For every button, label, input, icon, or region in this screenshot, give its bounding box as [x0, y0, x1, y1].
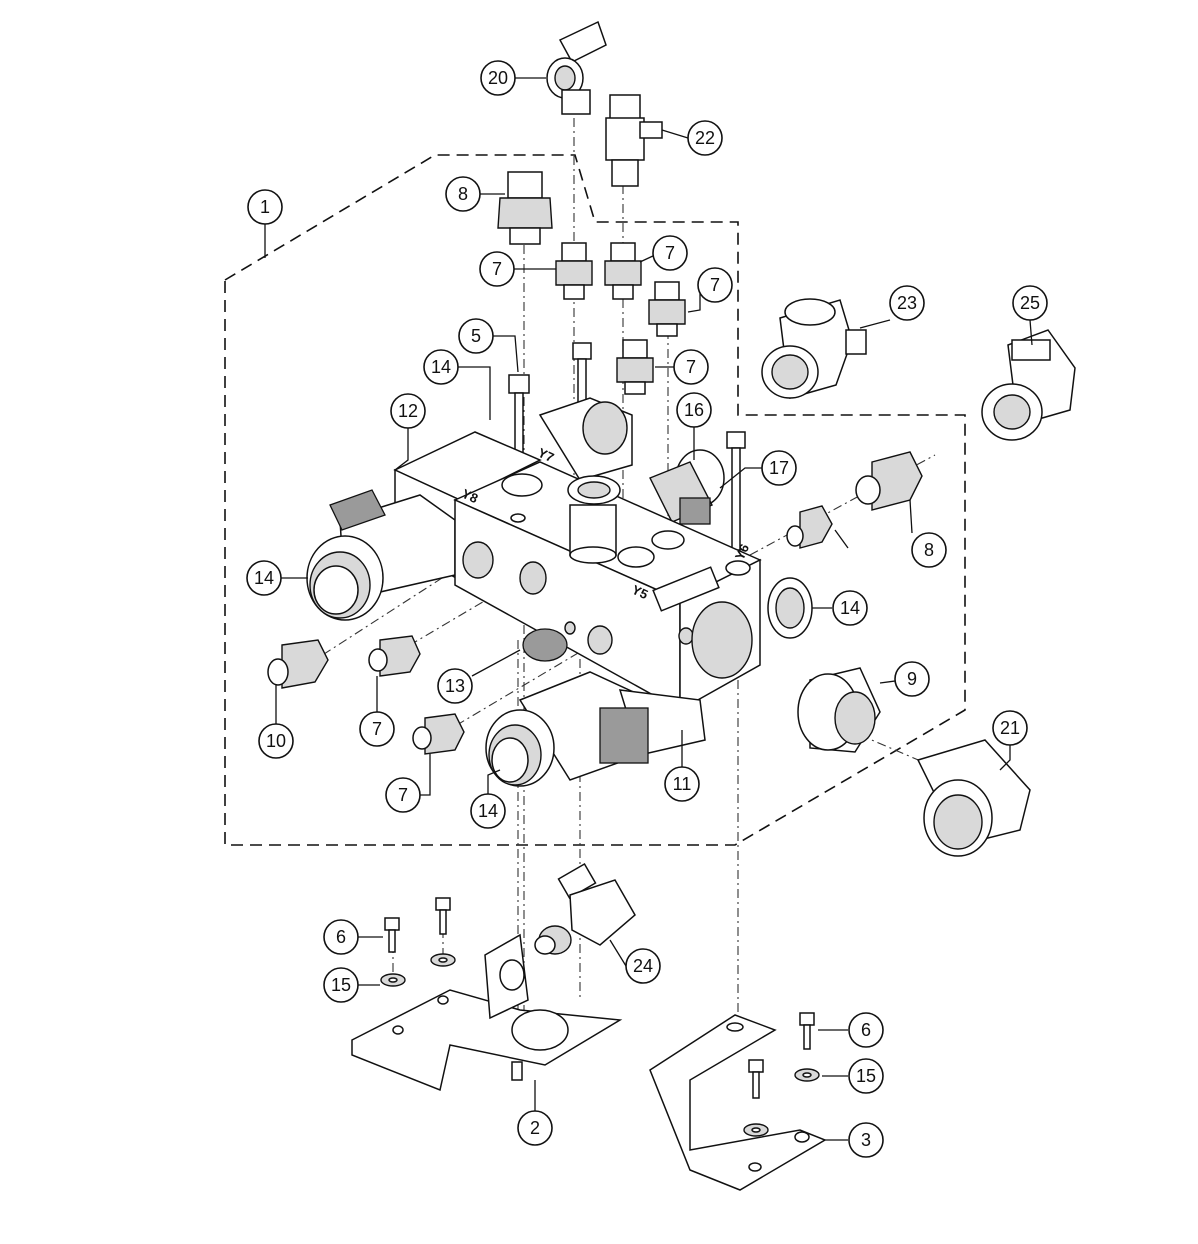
elbow-fitting-21: [916, 739, 1031, 857]
svg-text:7: 7: [398, 785, 408, 805]
svg-text:14: 14: [431, 357, 451, 377]
svg-text:12: 12: [398, 401, 418, 421]
svg-text:16: 16: [684, 400, 704, 420]
svg-text:11: 11: [673, 774, 692, 794]
svg-text:14: 14: [254, 568, 274, 588]
solenoid-valve-12: [306, 431, 542, 621]
callout-10: 10: [258, 723, 294, 759]
tee-fitting-23: [761, 298, 867, 399]
callout-7-e: 7: [359, 711, 395, 747]
callout-1: 1: [247, 189, 283, 225]
mounting-bracket-3: [649, 1014, 827, 1191]
callout-6-right: 6: [848, 1012, 884, 1048]
mounting-bracket-2: [351, 933, 623, 1092]
callout-8-top: 8: [445, 176, 481, 212]
callout-9: 9: [894, 661, 930, 697]
callout-3: 3: [848, 1122, 884, 1158]
screws-and-washers: [380, 897, 820, 1137]
svg-text:21: 21: [1000, 718, 1020, 738]
svg-text:9: 9: [907, 669, 917, 689]
elbow-fitting-20: [546, 20, 607, 115]
port-label-y7: Y7: [536, 445, 557, 465]
callout-16: 16: [676, 392, 712, 428]
callout-12: 12: [390, 393, 426, 429]
svg-text:17: 17: [769, 458, 789, 478]
svg-text:14: 14: [478, 801, 498, 821]
svg-text:2: 2: [530, 1118, 540, 1138]
callout-2: 2: [517, 1110, 553, 1146]
svg-text:7: 7: [665, 243, 675, 263]
callout-6-left: 6: [323, 919, 359, 955]
svg-text:6: 6: [336, 927, 346, 947]
svg-text:23: 23: [897, 293, 917, 313]
callout-15-left: 15: [323, 967, 359, 1003]
svg-text:24: 24: [633, 956, 653, 976]
solenoid-valve-11: [485, 628, 706, 787]
svg-text:8: 8: [458, 184, 468, 204]
callout-7-d: 7: [673, 349, 709, 385]
coupling-9: [797, 667, 881, 753]
svg-text:10: 10: [266, 731, 286, 751]
port-label-y8: Y8: [460, 486, 481, 506]
callout-11: 11: [664, 766, 700, 802]
svg-text:14: 14: [840, 598, 860, 618]
port-label-y5: Y5: [630, 582, 651, 602]
callout-25: 25: [1012, 285, 1048, 321]
callout-13: 13: [437, 668, 473, 704]
callout-17: 17: [761, 450, 797, 486]
assembly-boundary: [224, 154, 966, 846]
svg-text:25: 25: [1020, 293, 1040, 313]
elbow-fitting-25: [981, 329, 1076, 441]
callout-7-c: 7: [697, 267, 733, 303]
callout-7-a: 7: [479, 251, 515, 287]
svg-text:7: 7: [710, 275, 720, 295]
port-label-y6: Y6: [732, 542, 752, 563]
valve-manifold-block: Y8 Y7 Y6 Y5: [453, 445, 762, 712]
svg-text:13: 13: [445, 676, 465, 696]
svg-text:3: 3: [861, 1130, 871, 1150]
side-fittings: [267, 451, 923, 755]
adapter-fitting-8-top: [497, 171, 553, 245]
svg-text:8: 8: [924, 540, 934, 560]
callout-21: 21: [992, 710, 1028, 746]
callout-20: 20: [480, 60, 516, 96]
callout-24: 24: [625, 948, 661, 984]
svg-text:7: 7: [492, 259, 502, 279]
svg-text:15: 15: [856, 1066, 876, 1086]
callout-15-right: 15: [848, 1058, 884, 1094]
callout-7-b: 7: [652, 235, 688, 271]
svg-text:7: 7: [686, 357, 696, 377]
leader-lines: [264, 77, 1033, 1141]
right-coil-14: [767, 577, 813, 639]
callout-14-bottom: 14: [470, 793, 506, 829]
callout-8-right: 8: [911, 532, 947, 568]
rear-solenoids: [538, 397, 725, 525]
callout-23: 23: [889, 285, 925, 321]
pressure-switch: [567, 475, 621, 564]
callout-14-top: 14: [423, 349, 459, 385]
tee-fitting-22: [605, 94, 663, 187]
callout-7-f: 7: [385, 777, 421, 813]
svg-text:5: 5: [471, 326, 481, 346]
svg-text:7: 7: [372, 719, 382, 739]
svg-text:1: 1: [260, 197, 270, 217]
svg-text:15: 15: [331, 975, 351, 995]
elbow-fitting-24: [534, 862, 636, 955]
callout-14-right: 14: [832, 590, 868, 626]
svg-text:22: 22: [695, 128, 715, 148]
callout-22: 22: [687, 120, 723, 156]
adapter-fittings-7: [555, 242, 686, 395]
callout-5: 5: [458, 318, 494, 354]
svg-text:6: 6: [861, 1020, 871, 1040]
svg-text:20: 20: [488, 68, 508, 88]
callout-14-left: 14: [246, 560, 282, 596]
